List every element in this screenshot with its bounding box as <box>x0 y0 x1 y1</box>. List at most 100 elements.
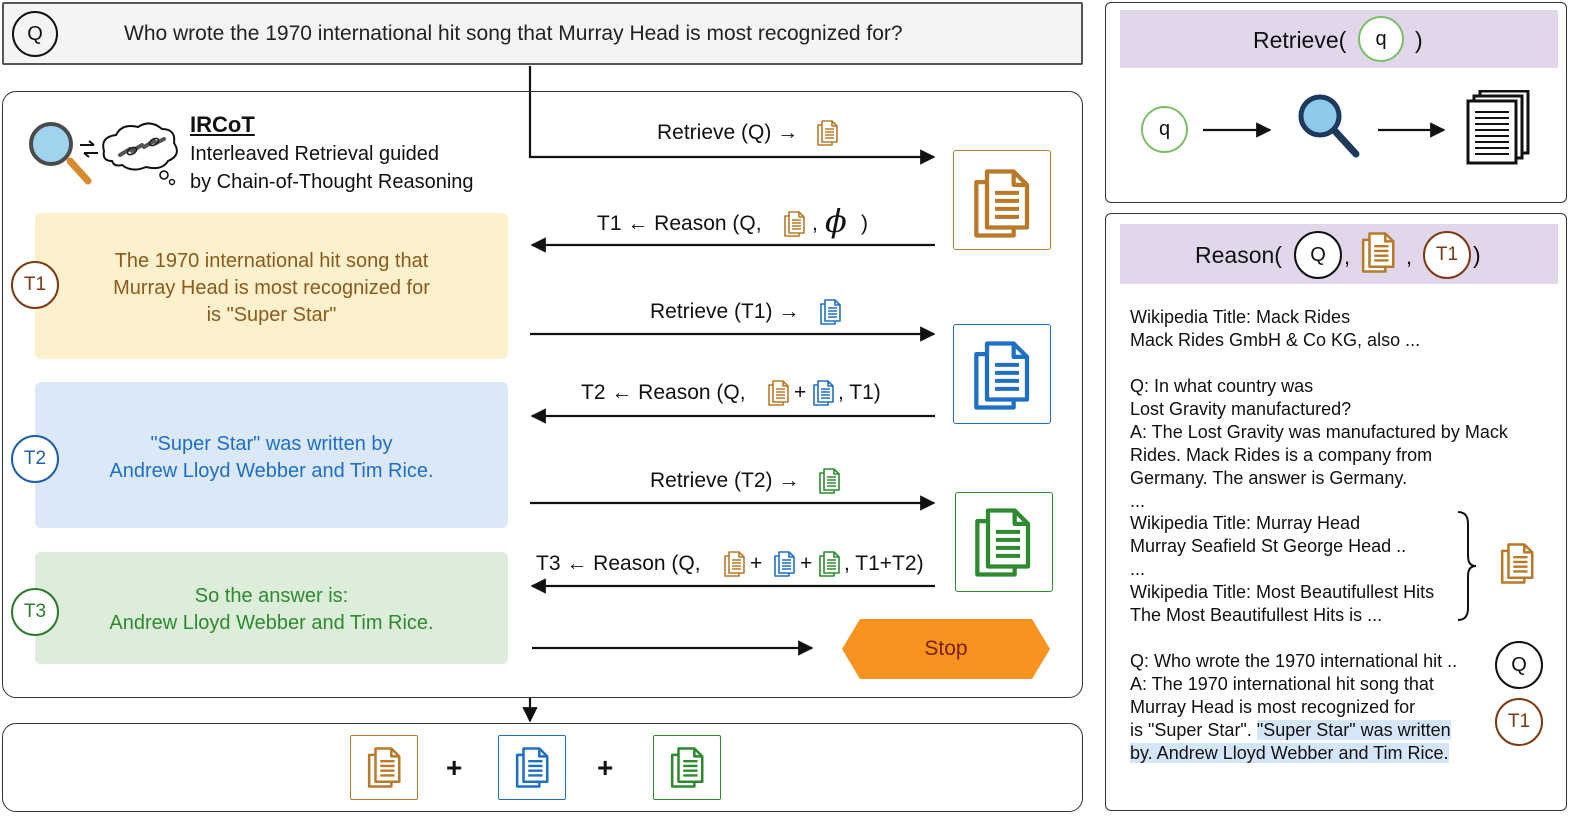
step-retrieve-t2: Retrieve (T2) → <box>650 469 800 492</box>
doc-icon-orange <box>767 379 791 407</box>
retrieve-panel-header <box>1120 10 1558 68</box>
reason-line: Wikipedia Title: Murray Head <box>1130 513 1361 533</box>
reason-line: A: The Lost Gravity was manufactured by … <box>1130 422 1508 442</box>
thought-text-t2: "Super Star" was written by Andrew Lloyd… <box>35 431 508 485</box>
chain-cloud-icon <box>102 122 178 186</box>
reason-line-highlight: by. Andrew Lloyd Webber and Tim Rice. <box>1130 742 1457 765</box>
thought-t2-line: Andrew Lloyd Webber and Tim Rice. <box>109 460 434 482</box>
reason-comma: , <box>1406 244 1413 269</box>
reason-title-close: ) <box>1473 242 1481 268</box>
thought-marker-t2: T2 <box>11 435 59 483</box>
thought-text-t1: The 1970 international hit song that Mur… <box>35 248 508 329</box>
thought-t3-line: So the answer is: <box>194 585 349 607</box>
doc-icon-green <box>669 745 707 790</box>
retrieve-title-arg: q <box>1358 16 1404 62</box>
reason-marker-q: Q <box>1495 641 1543 689</box>
ircot-subtitle-line1: Interleaved Retrieval guided <box>190 143 440 165</box>
doc-stack-icon-blue <box>971 338 1035 413</box>
thought-t3-line: Andrew Lloyd Webber and Tim Rice. <box>109 612 434 634</box>
reason-line: Murray Seafield St George Head .. <box>1130 536 1407 556</box>
document-stack-icon <box>1466 90 1530 165</box>
reason-line: ... <box>1130 559 1146 579</box>
step-reason-t3-close: , T1+T2) <box>844 552 924 575</box>
step-retrieve-q: Retrieve (Q) → <box>657 121 799 144</box>
question-bar <box>2 2 1083 65</box>
thought-t1-line: The 1970 international hit song that <box>114 250 429 272</box>
output-doc-orange <box>350 735 418 800</box>
doc-icon-blue <box>773 550 797 578</box>
plus-sign: + <box>446 752 463 783</box>
output-panel <box>2 723 1083 812</box>
retrieve-panel <box>1105 2 1567 203</box>
doc-stack-icon-green <box>972 505 1036 580</box>
doc-icon-blue <box>819 298 843 326</box>
reason-arg-q: Q <box>1294 231 1342 279</box>
retrieved-docs-orange <box>953 150 1051 250</box>
ircot-logo <box>29 122 178 186</box>
step-reason-t2: T2 ← Reason (Q, <box>581 381 746 404</box>
ircot-panel <box>2 91 1083 698</box>
step-retrieve-t1: Retrieve (T1) → <box>650 300 800 323</box>
doc-icon-orange <box>366 745 404 790</box>
retrieve-title-close: ) <box>1415 27 1423 53</box>
reason-line: A: The 1970 international hit song that <box>1130 674 1434 694</box>
thought-marker-t1: T1 <box>11 261 59 309</box>
reason-block-d: Q: Who wrote the 1970 international hit … <box>1130 650 1457 765</box>
step-reason-t1: T1 ← Reason (Q, <box>597 212 762 235</box>
reason-line: Mack Rides GmbH & Co KG, also ... <box>1130 330 1421 350</box>
reason-line: Germany. The answer is Germany. <box>1130 468 1408 488</box>
reason-text-highlight: by. Andrew Lloyd Webber and Tim Rice. <box>1130 743 1449 763</box>
reason-line: The Most Beautifullest Hits is ... <box>1130 605 1383 625</box>
retrieved-docs-green <box>955 492 1053 592</box>
step-reason-t1-close: ) <box>861 212 868 235</box>
thought-box-t1 <box>35 213 508 359</box>
stop-shape <box>842 619 1050 679</box>
doc-icon-orange <box>816 119 840 147</box>
reason-text-plain: is "Super Star". <box>1130 720 1257 740</box>
reason-line: ... <box>1130 491 1146 511</box>
doc-icon-orange <box>1360 230 1398 275</box>
plus-sign: + <box>597 752 614 783</box>
reason-block-b: Q: In what country was Lost Gravity manu… <box>1130 375 1508 513</box>
reason-text-highlight: "Super Star" was written <box>1256 720 1451 740</box>
ircot-title: IRCoT <box>190 112 255 137</box>
doc-icon-orange <box>723 550 747 578</box>
thought-t1-line: Murray Head is most recognized for <box>113 277 430 299</box>
reason-title: Reason( <box>1195 242 1282 268</box>
reason-line-mixed: is "Super Star". "Super Star" was writte… <box>1130 719 1457 742</box>
reason-line: Q: Who wrote the 1970 international hit … <box>1130 651 1458 671</box>
reason-comma: , <box>1344 244 1351 269</box>
question-marker: Q <box>12 11 58 57</box>
reason-line: Lost Gravity manufactured? <box>1130 399 1352 419</box>
doc-icon-green <box>818 467 842 495</box>
magnifier-icon <box>29 122 92 185</box>
reason-line: Q: In what country was <box>1130 376 1314 396</box>
thought-marker-t3: T3 <box>11 588 59 636</box>
reason-block-c: Wikipedia Title: Murray Head Murray Seaf… <box>1130 512 1434 627</box>
phi-symbol: ϕ <box>825 202 847 240</box>
retrieve-title: Retrieve( <box>1253 27 1347 53</box>
thought-t1-line: is "Super Star" <box>206 304 337 326</box>
output-doc-green <box>653 735 721 800</box>
plus-sign: + <box>750 552 763 575</box>
reason-line: Murray Head is most recognized for <box>1130 697 1416 717</box>
plus-sign: + <box>794 381 807 404</box>
step-reason-t3: T3 ← Reason (Q, <box>536 552 701 575</box>
doc-icon-orange <box>783 210 807 238</box>
retrieve-query-circle: q <box>1141 106 1188 153</box>
doc-icon-blue <box>514 745 552 790</box>
thought-box-t2 <box>35 382 508 528</box>
reason-line: Rides. Mack Rides is a company from <box>1130 445 1433 465</box>
reason-block-a: Wikipedia Title: Mack Rides Mack Rides G… <box>1130 306 1420 352</box>
ircot-subtitle-line2: by Chain-of-Thought Reasoning <box>190 171 474 193</box>
retrieved-docs-blue <box>953 324 1051 424</box>
thought-text-t3: So the answer is: Andrew Lloyd Webber an… <box>35 583 508 637</box>
plus-sign: + <box>800 552 813 575</box>
doc-icon-orange <box>1499 541 1537 586</box>
reason-arg-t1: T1 <box>1423 231 1471 279</box>
doc-icon-green <box>818 550 842 578</box>
thought-box-t3 <box>35 552 508 664</box>
doc-stack-icon-orange <box>971 166 1035 241</box>
step-reason-t2-close: , T1) <box>838 381 881 404</box>
